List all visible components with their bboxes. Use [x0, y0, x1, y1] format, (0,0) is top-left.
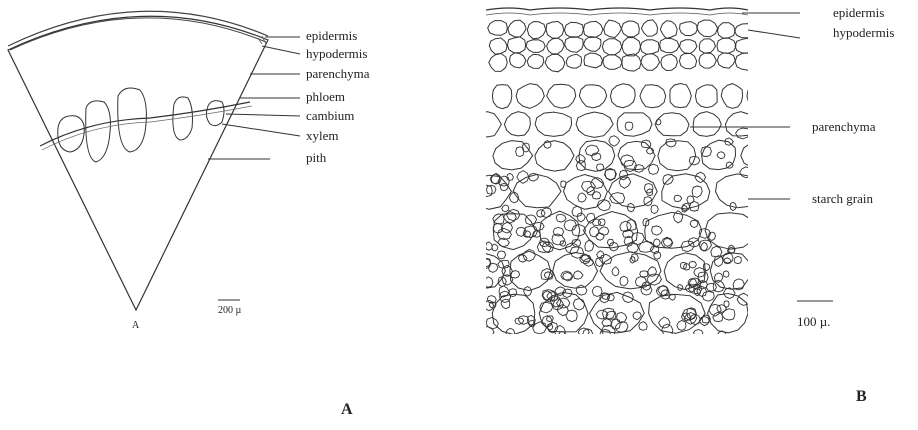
label-a-epidermis: epidermis	[306, 28, 357, 43]
apex-label: A	[132, 320, 140, 331]
label-b-hypodermis: hypodermis	[833, 25, 894, 40]
stem-wedge-outline	[8, 16, 268, 310]
parenchyma-cell	[789, 142, 829, 170]
figure-b: epidermis hypodermis parenchyma starch g…	[464, 4, 895, 405]
label-a-pith: pith	[306, 150, 327, 165]
tissue-cross-section	[464, 4, 830, 375]
vascular-bundles	[58, 88, 224, 162]
parenchyma-cell	[464, 338, 523, 375]
leader-lines-a	[208, 37, 300, 159]
parenchyma-cell	[619, 338, 668, 373]
label-a-hypodermis: hypodermis	[306, 46, 367, 61]
label-b-starch-grain: starch grain	[812, 191, 874, 206]
parenchyma-cell	[716, 339, 768, 374]
cambium-line	[40, 102, 250, 146]
parenchyma-cell	[673, 337, 714, 373]
label-b-parenchyma: parenchyma	[812, 119, 876, 134]
parenchyma-cell	[772, 337, 824, 372]
parenchyma-cell	[576, 337, 616, 372]
label-a-phloem: phloem	[306, 89, 345, 104]
parenchyma-cell	[763, 174, 812, 209]
figure-a: epidermis hypodermis parenchyma phloem c…	[8, 11, 370, 418]
parenchyma-cell	[756, 253, 810, 289]
label-a-xylem: xylem	[306, 128, 339, 143]
parenchyma-cell	[526, 336, 571, 373]
scale-label-a: 200 µ	[218, 305, 242, 316]
parenchyma-cell	[773, 85, 798, 108]
parenchyma-cell	[747, 85, 769, 108]
panel-letter-a: A	[341, 401, 353, 418]
label-a-cambium: cambium	[306, 108, 354, 123]
scale-label-b: 100 µ.	[797, 314, 831, 329]
panel-letter-b: B	[856, 388, 867, 405]
parenchyma-cell	[759, 212, 814, 250]
parenchyma-cell	[761, 113, 789, 136]
cambium-line-inner	[42, 106, 252, 150]
label-b-epidermis: epidermis	[833, 5, 884, 20]
label-a-parenchyma: parenchyma	[306, 66, 370, 81]
